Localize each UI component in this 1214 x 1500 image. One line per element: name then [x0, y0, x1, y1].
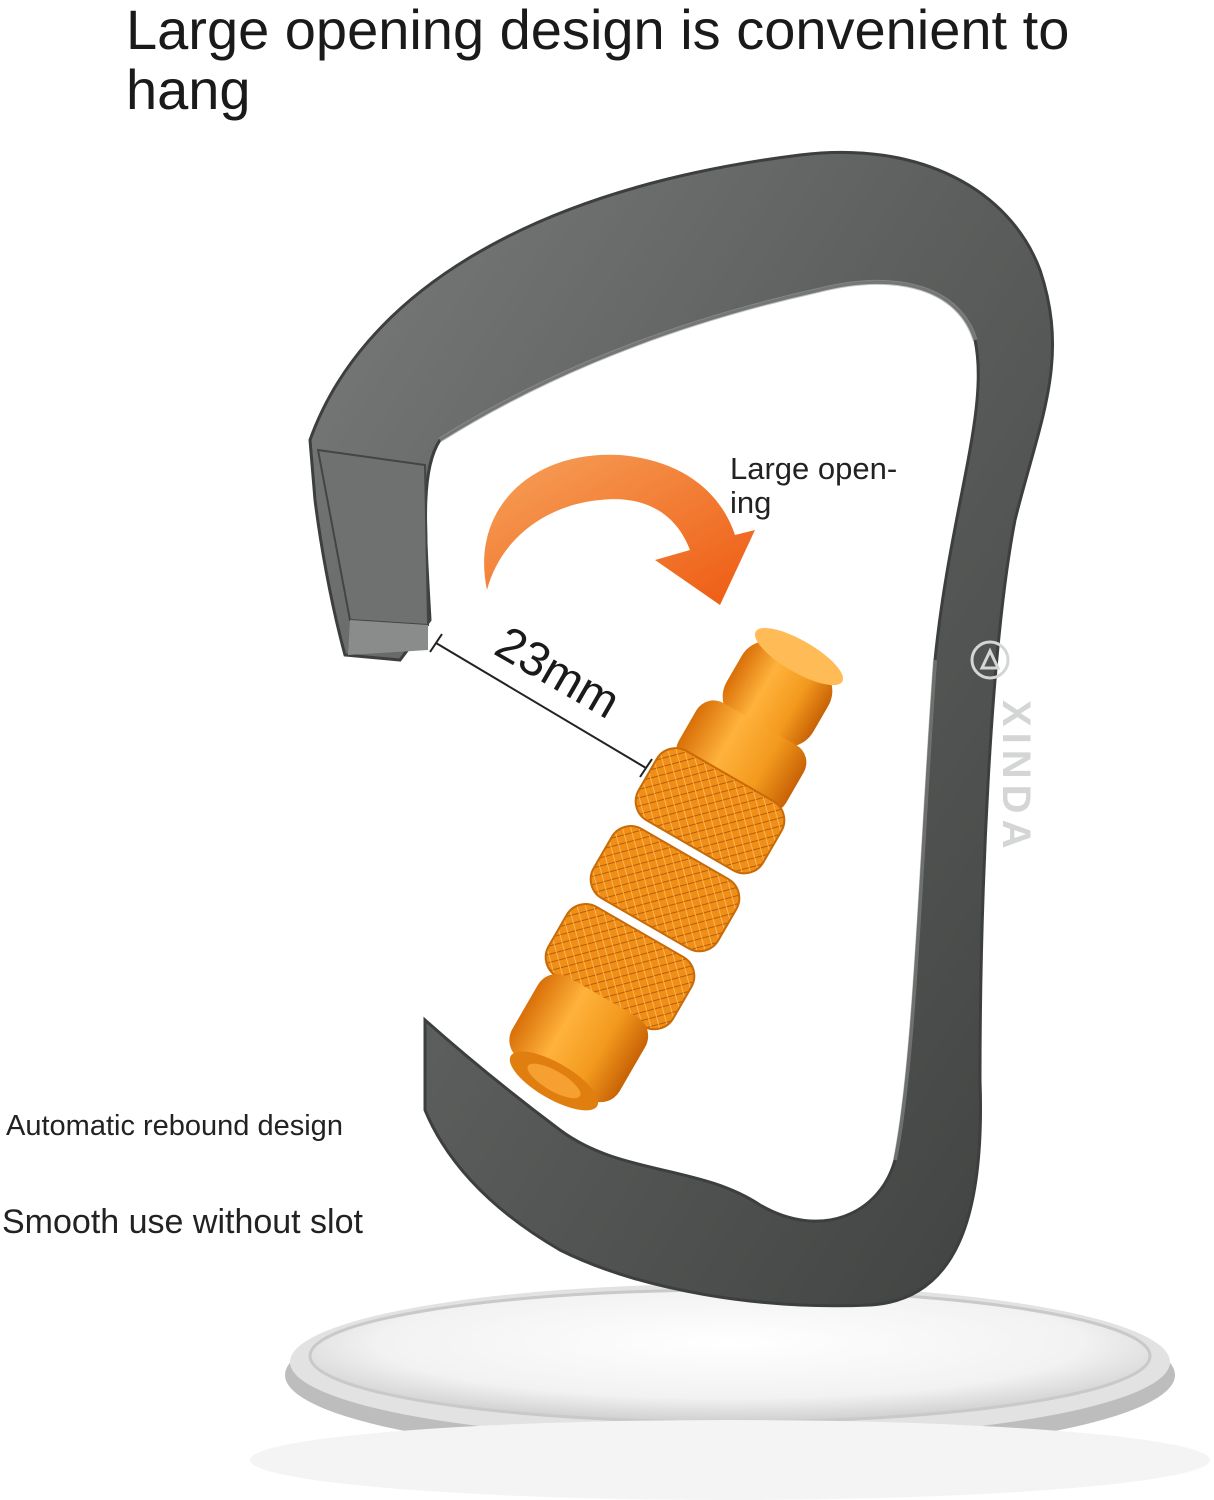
screw-lock-gate	[509, 627, 844, 1111]
display-stand	[250, 1284, 1210, 1500]
page-headline: Large opening design is convenient to ha…	[126, 0, 1070, 121]
dimension-indicator: 23mm	[429, 617, 653, 778]
dimension-label: 23mm	[487, 617, 629, 730]
large-opening-caption: Large open- ing	[730, 451, 898, 520]
brand-wordmark: XINDA	[994, 700, 1038, 854]
automatic-rebound-caption: Automatic rebound design	[6, 1110, 343, 1142]
smooth-use-caption: Smooth use without slot	[2, 1203, 363, 1241]
curved-arrow-icon	[484, 454, 755, 605]
carabiner-body	[308, 150, 1055, 1308]
brand-logo-icon	[970, 640, 1010, 680]
